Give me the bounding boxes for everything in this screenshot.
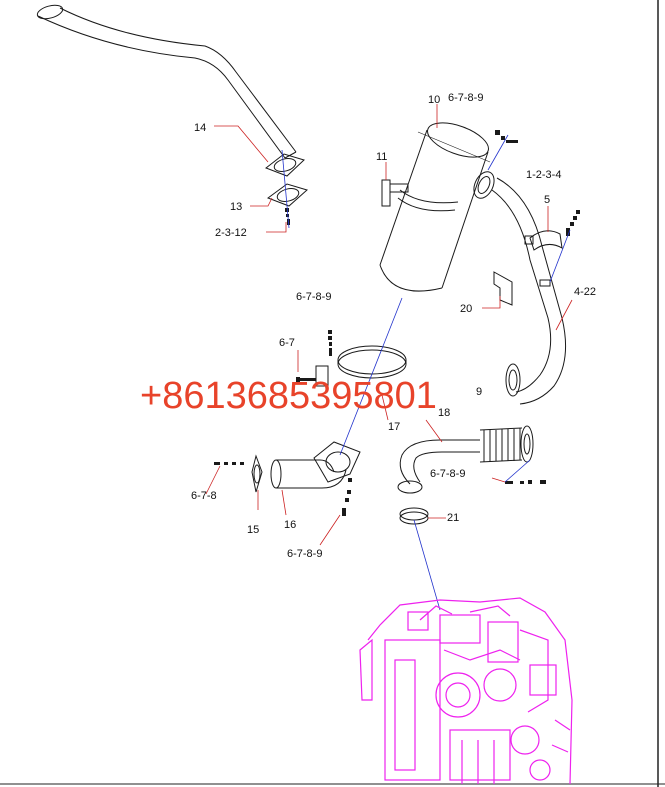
bolts-6-7-8-9-bottom bbox=[342, 478, 352, 516]
bolts-6-7-8 bbox=[214, 462, 244, 465]
muffler-outlet-flange bbox=[473, 171, 495, 199]
assembly-axis-lines bbox=[339, 297, 531, 611]
phone-watermark: +8613685395801 bbox=[140, 375, 437, 417]
part-9-flange bbox=[505, 363, 521, 397]
label-6-7-8-9-top: 6-7-8-9 bbox=[448, 92, 483, 104]
part-16-elbow bbox=[270, 441, 361, 489]
label-6-7-8: 6-7-8 bbox=[191, 490, 217, 502]
label-6-7-8-9-mid: 6-7-8-9 bbox=[296, 291, 331, 303]
leader-lines bbox=[205, 104, 573, 546]
label-15: 15 bbox=[247, 524, 259, 536]
label-2-3-12: 2-3-12 bbox=[215, 227, 247, 239]
label-11: 11 bbox=[376, 151, 387, 163]
label-6-7-8-9-right: 6-7-8-9 bbox=[430, 468, 465, 480]
label-21: 21 bbox=[447, 512, 459, 524]
axis-line-3 bbox=[549, 229, 571, 283]
label-10: 10 bbox=[428, 94, 440, 106]
label-13: 13 bbox=[230, 201, 242, 213]
label-1-2-3-4: 1-2-3-4 bbox=[526, 169, 561, 181]
part-15-gasket bbox=[251, 454, 263, 493]
label-16: 16 bbox=[284, 519, 296, 531]
label-14: 14 bbox=[194, 122, 206, 134]
axis-line-1 bbox=[281, 149, 290, 229]
axis-line-2 bbox=[487, 134, 509, 171]
label-18: 18 bbox=[438, 407, 450, 419]
bolts-6-7 bbox=[296, 377, 316, 382]
bolts-clamp bbox=[566, 210, 580, 236]
part-13-gasket bbox=[266, 183, 309, 207]
label-5: 5 bbox=[544, 194, 550, 206]
bolts-6-7-8-9-lower-right bbox=[505, 480, 546, 484]
label-6-7: 6-7 bbox=[279, 337, 295, 349]
label-17: 17 bbox=[388, 421, 400, 433]
bolts-top bbox=[495, 130, 518, 143]
part-21-clamp bbox=[399, 507, 429, 525]
part-14-tailpipe bbox=[36, 4, 297, 159]
label-6-7-8-9-bottom: 6-7-8-9 bbox=[287, 548, 322, 560]
part-20-bracket bbox=[493, 271, 551, 306]
part-14-flange bbox=[264, 153, 305, 177]
bolts-6-7-8-9-mid bbox=[328, 330, 332, 356]
engine-outline bbox=[359, 597, 573, 785]
label-9: 9 bbox=[476, 386, 482, 398]
label-20: 20 bbox=[460, 303, 472, 315]
label-4-22: 4-22 bbox=[574, 286, 596, 298]
part-labels: 14 13 2-3-12 10 6-7-8-9 11 1-2-3-4 5 6-7… bbox=[191, 92, 596, 560]
part-5-clamp bbox=[524, 230, 563, 251]
part-4-22-pipe bbox=[491, 177, 567, 405]
part-10-muffler bbox=[379, 122, 491, 292]
part-18-bellows-pipe bbox=[397, 425, 534, 494]
